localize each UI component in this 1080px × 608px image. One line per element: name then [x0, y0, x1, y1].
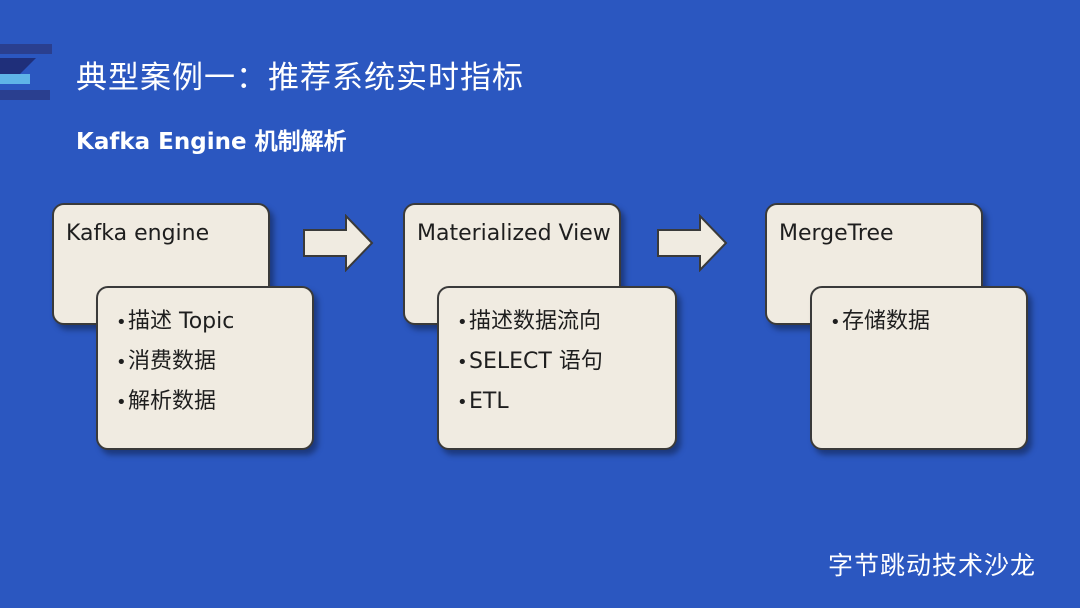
logo-icon	[0, 44, 52, 100]
bullet-dot-icon: •	[116, 392, 127, 413]
list-item: •描述 Topic	[116, 306, 312, 346]
brand-footer: 字节跳动技术沙龙	[827, 551, 1036, 580]
bullet-dot-icon: •	[830, 312, 841, 333]
bullet-dot-icon: •	[116, 312, 127, 333]
list-item: •解析数据	[116, 386, 312, 426]
bullet-dot-icon: •	[457, 312, 468, 333]
arrow-right-icon	[657, 214, 728, 272]
list-item: •消费数据	[116, 346, 312, 386]
stage-item-list: •描述数据流向 •SELECT 语句 •ETL	[457, 306, 675, 426]
list-item: •SELECT 语句	[457, 346, 675, 386]
bullet-dot-icon: •	[116, 352, 127, 373]
list-item: •描述数据流向	[457, 306, 675, 346]
stage-title: MergeTree	[779, 221, 894, 246]
slide-title: 典型案例一：推荐系统实时指标	[76, 60, 524, 96]
stage-title: Materialized View	[417, 221, 611, 246]
materialized-view-detail-box: •描述数据流向 •SELECT 语句 •ETL	[437, 286, 677, 450]
bullet-dot-icon: •	[457, 352, 468, 373]
stage-item-list: •存储数据	[830, 306, 1026, 346]
list-item: •ETL	[457, 386, 675, 426]
arrow-right-icon	[303, 214, 374, 272]
bullet-dot-icon: •	[457, 392, 468, 413]
slide-subtitle: Kafka Engine 机制解析	[76, 129, 347, 155]
stage-title: Kafka engine	[66, 221, 210, 246]
kafka-engine-detail-box: •描述 Topic •消费数据 •解析数据	[96, 286, 314, 450]
mergetree-detail-box: •存储数据	[810, 286, 1028, 450]
stage-item-list: •描述 Topic •消费数据 •解析数据	[116, 306, 312, 426]
list-item: •存储数据	[830, 306, 1026, 346]
